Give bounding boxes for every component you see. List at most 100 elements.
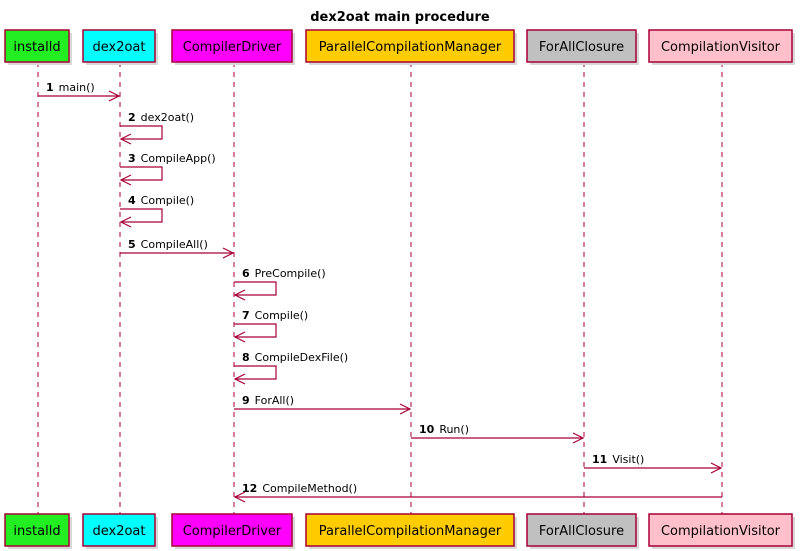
message-7: 7 Compile() xyxy=(233,309,308,343)
message-text: main() xyxy=(59,81,95,94)
message-11: 11 Visit() xyxy=(584,453,723,474)
message-arrowhead xyxy=(710,462,723,474)
message-arrowhead xyxy=(108,90,121,102)
message-label: 6 PreCompile() xyxy=(242,267,326,280)
participant-box xyxy=(648,29,793,63)
participant-top-dex2oat: dex2oat xyxy=(82,29,158,65)
message-arrow-line xyxy=(120,166,163,181)
message-number: 3 xyxy=(128,152,136,165)
participants-top: installd dex2oat CompilerDriver ParallelCom… xyxy=(4,29,795,65)
message-arrow-line xyxy=(234,281,277,296)
participant-box xyxy=(305,29,515,63)
message-arrowhead xyxy=(233,289,246,301)
participant-label: dex2oat xyxy=(92,524,145,539)
message-number: 10 xyxy=(419,423,435,436)
message-label: 5 CompileAll() xyxy=(128,238,208,251)
participant-label: installd xyxy=(13,40,60,55)
message-arrow-line xyxy=(234,323,277,338)
participant-top-ForAllClosure: ForAllClosure xyxy=(526,29,639,65)
participant-box xyxy=(82,513,156,547)
participant-bottom-ParallelCompilationManager: ParallelCompilationManager xyxy=(305,513,517,549)
message-label: 2 dex2oat() xyxy=(128,111,194,124)
message-number: 9 xyxy=(242,394,250,407)
message-arrowhead xyxy=(119,216,132,228)
message-text: Visit() xyxy=(612,453,644,466)
participant-top-CompilationVisitor: CompilationVisitor xyxy=(648,29,795,65)
message-text: CompileMethod() xyxy=(262,482,357,495)
message-number: 6 xyxy=(242,267,250,280)
message-arrow-line xyxy=(120,125,163,140)
participant-label: CompilerDriver xyxy=(183,524,282,539)
participant-bottom-installd: installd xyxy=(4,513,72,549)
message-number: 5 xyxy=(128,238,136,251)
message-5: 5 CompileAll() xyxy=(120,238,235,259)
participant-label: ParallelCompilationManager xyxy=(319,40,502,55)
participant-label: installd xyxy=(13,524,60,539)
participant-label: CompilationVisitor xyxy=(661,524,781,539)
participant-top-ParallelCompilationManager: ParallelCompilationManager xyxy=(305,29,517,65)
message-label: 7 Compile() xyxy=(242,309,308,322)
message-text: Compile() xyxy=(141,194,195,207)
message-6: 6 PreCompile() xyxy=(233,267,326,301)
message-label: 3 CompileApp() xyxy=(128,152,216,165)
message-label: 12 CompileMethod() xyxy=(242,482,357,495)
message-arrowhead xyxy=(233,373,246,385)
participant-bottom-CompilationVisitor: CompilationVisitor xyxy=(648,513,795,549)
diagram-title: dex2oat main procedure xyxy=(310,10,490,25)
message-text: PreCompile() xyxy=(255,267,326,280)
message-number: 7 xyxy=(242,309,250,322)
message-number: 4 xyxy=(128,194,136,207)
participant-bottom-dex2oat: dex2oat xyxy=(82,513,158,549)
message-number: 2 xyxy=(128,111,136,124)
participant-box xyxy=(4,29,70,63)
message-label: 10 Run() xyxy=(419,423,469,436)
participant-box xyxy=(526,29,637,63)
participant-top-CompilerDriver: CompilerDriver xyxy=(171,29,295,65)
message-arrowhead xyxy=(572,432,585,444)
participant-label: dex2oat xyxy=(92,40,145,55)
message-number: 12 xyxy=(242,482,257,495)
participants-bottom: installd dex2oat CompilerDriver ParallelCom… xyxy=(4,513,795,549)
participant-box xyxy=(526,513,637,547)
message-label: 4 Compile() xyxy=(128,194,194,207)
participant-label: ForAllClosure xyxy=(539,524,624,539)
message-text: CompileAll() xyxy=(141,238,208,251)
message-arrow-line xyxy=(120,208,163,223)
message-number: 11 xyxy=(592,453,607,466)
message-arrowhead xyxy=(119,174,132,186)
participant-label: CompilerDriver xyxy=(183,40,282,55)
message-arrowhead xyxy=(222,247,235,259)
message-12: 12 CompileMethod() xyxy=(233,482,722,503)
message-label: 1 main() xyxy=(46,81,95,94)
message-3: 3 CompileApp() xyxy=(119,152,216,186)
message-text: dex2oat() xyxy=(141,111,194,124)
message-text: Compile() xyxy=(255,309,309,322)
participant-box xyxy=(171,29,293,63)
message-1: 1 main() xyxy=(38,81,121,102)
message-label: 11 Visit() xyxy=(592,453,644,466)
participant-box xyxy=(305,513,515,547)
participant-top-installd: installd xyxy=(4,29,72,65)
message-2: 2 dex2oat() xyxy=(119,111,194,145)
participant-box xyxy=(648,513,793,547)
message-arrow-line xyxy=(234,365,277,380)
participant-label: ParallelCompilationManager xyxy=(319,524,502,539)
message-text: Run() xyxy=(439,423,469,436)
participant-box xyxy=(82,29,156,63)
participant-box xyxy=(4,513,70,547)
participant-label: ForAllClosure xyxy=(539,40,624,55)
message-text: CompileApp() xyxy=(141,152,216,165)
message-arrowhead xyxy=(399,403,412,415)
message-text: CompileDexFile() xyxy=(255,351,349,364)
message-arrowhead xyxy=(233,331,246,343)
message-number: 1 xyxy=(46,81,54,94)
message-4: 4 Compile() xyxy=(119,194,194,228)
message-10: 10 Run() xyxy=(411,423,585,444)
